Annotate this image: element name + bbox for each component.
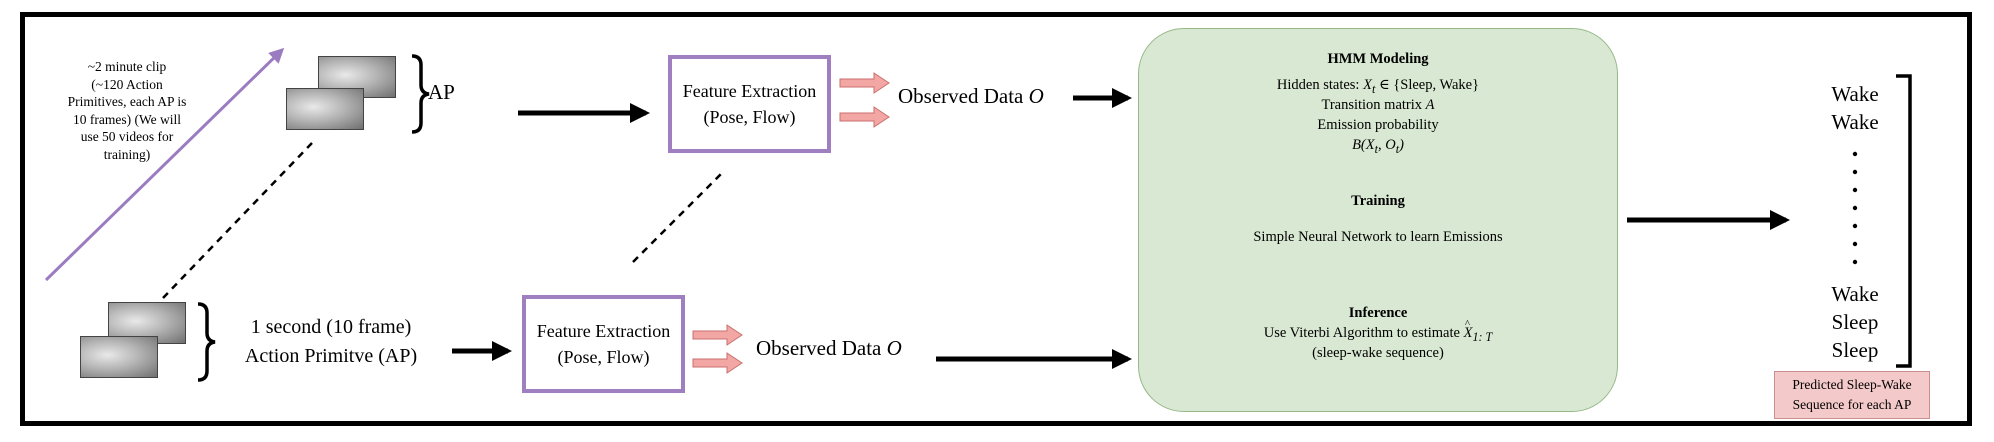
feature-extraction-subtitle: (Pose, Flow): [703, 107, 796, 127]
transition-symbol: A: [1425, 97, 1435, 113]
primitive-brace: [197, 302, 216, 382]
zoom-guide-left: [162, 142, 313, 299]
sequence-bottom: Wake Sleep Sleep: [1805, 280, 1905, 364]
inference-title: Inference: [1348, 305, 1408, 321]
hidden-states-set: ∈ {Sleep, Wake}: [1378, 77, 1480, 93]
emission-formula-sub: t: [1395, 141, 1400, 156]
clip-note-line: Primitives, each AP is: [67, 94, 187, 109]
inference-symbol: X: [1464, 325, 1473, 341]
observed-data-top: Observed Data O: [898, 84, 1044, 109]
sequence-item: Wake: [1831, 82, 1879, 106]
timeline-arrow: [44, 47, 285, 282]
hidden-states-prefix: Hidden states:: [1276, 77, 1360, 93]
feature-extraction-box-bottom: Feature Extraction (Pose, Flow): [522, 295, 685, 393]
sequence-bracket: [1896, 74, 1912, 368]
pink-arrows-bottom: [692, 324, 743, 374]
inference-line: Use Viterbi Algorithm to estimate X1: T: [1139, 323, 1617, 347]
zoom-guide-right: [632, 172, 723, 263]
hidden-states-symbol: X: [1363, 77, 1372, 93]
sequence-item: Wake: [1831, 110, 1879, 134]
feature-extraction-title: Feature Extraction: [536, 321, 671, 341]
transition-line: Transition matrix A: [1139, 95, 1617, 115]
inference-note: (sleep-wake sequence): [1312, 345, 1444, 361]
emission-formula-sub: t: [1374, 141, 1378, 156]
primitive-label-line: Action Primitve (AP): [244, 345, 418, 367]
ap-brace: [411, 54, 430, 134]
primitive-label-line: 1 second (10 frame): [250, 316, 412, 338]
clip-note-line: (~120 Action: [91, 76, 163, 92]
predicted-label-line: Sequence for each AP: [1792, 397, 1912, 412]
observed-data-bottom: Observed Data O: [756, 336, 902, 361]
observed-data-label: Observed Data: [898, 84, 1024, 108]
emission-formula-start: B(X: [1352, 137, 1375, 153]
sequence-top: Wake Wake: [1805, 80, 1905, 136]
transition-prefix: Transition matrix: [1321, 97, 1423, 113]
feature-extraction-box-top: Feature Extraction (Pose, Flow): [668, 55, 831, 153]
frame-thumbnail: [286, 88, 364, 130]
emission-formula: B(Xt, Ot): [1139, 135, 1617, 159]
clip-note-line: ~2 minute clip: [87, 59, 167, 74]
observed-data-label: Observed Data: [756, 336, 882, 360]
emission-formula-mid: , O: [1377, 137, 1396, 153]
predicted-label-box: Predicted Sleep-Wake Sequence for each A…: [1774, 371, 1930, 419]
hidden-states-line: Hidden states: Xt ∈ {Sleep, Wake}: [1139, 75, 1617, 99]
training-title: Training: [1351, 193, 1405, 209]
inference-prefix: Use Viterbi Algorithm to estimate: [1263, 325, 1460, 341]
clip-note: ~2 minute clip (~120 Action Primitives, …: [62, 58, 192, 163]
primitive-label: 1 second (10 frame) Action Primitve (AP): [226, 313, 436, 371]
feature-extraction-subtitle: (Pose, Flow): [557, 347, 650, 367]
sequence-item: Sleep: [1831, 310, 1879, 334]
clip-note-line: use 50 videos for: [80, 129, 174, 144]
hidden-states-sub: t: [1371, 81, 1376, 96]
inference-sub: 1: T: [1472, 329, 1493, 344]
ap-label: AP: [428, 80, 455, 104]
clip-note-line: training): [103, 146, 151, 162]
predicted-label-line: Predicted Sleep-Wake: [1792, 377, 1912, 392]
diagram-frame: [20, 12, 1972, 426]
observed-data-symbol: O: [1028, 84, 1044, 108]
clip-note-line: 10 frames) (We will: [73, 111, 181, 127]
sequence-dots: [1852, 151, 1858, 265]
training-text: Simple Neural Network to learn Emissions: [1253, 229, 1503, 245]
hmm-title: HMM Modeling: [1327, 51, 1429, 67]
feature-extraction-title: Feature Extraction: [682, 81, 817, 101]
pink-arrows-top: [839, 72, 890, 128]
sequence-item: Wake: [1831, 282, 1879, 306]
emission-line: Emission probability: [1317, 117, 1439, 133]
observed-data-symbol: O: [886, 336, 902, 360]
emission-formula-end: ): [1399, 137, 1404, 153]
hmm-panel: HMM Modeling Hidden states: Xt ∈ {Sleep,…: [1138, 28, 1618, 412]
sequence-item: Sleep: [1831, 338, 1879, 362]
frame-thumbnail: [80, 336, 158, 378]
